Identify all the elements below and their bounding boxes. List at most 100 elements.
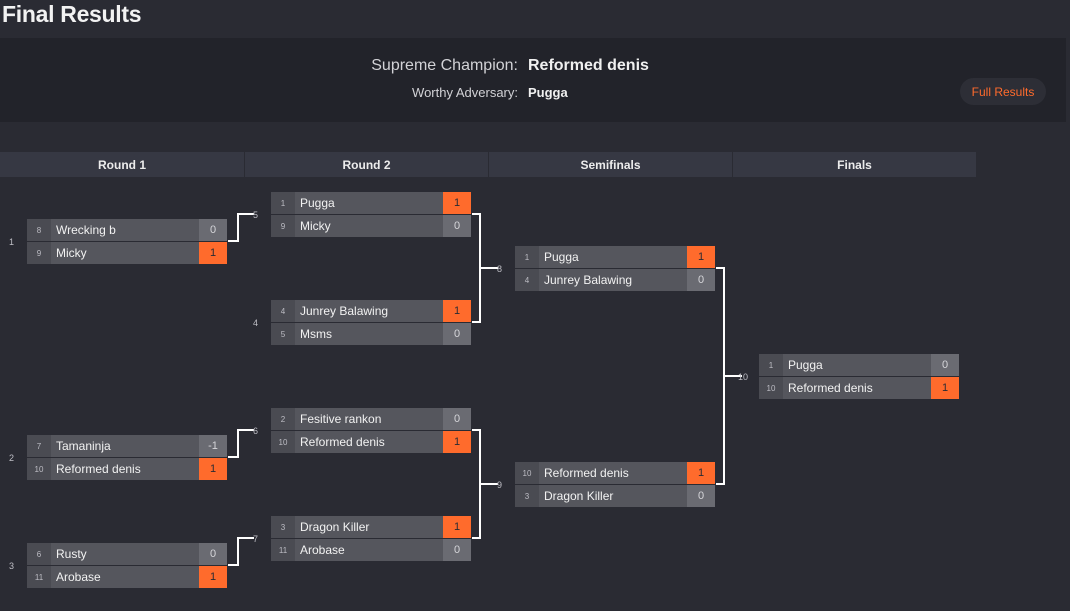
match-7[interactable]: 3 Dragon Killer 1 11 Arobase 0 bbox=[271, 516, 471, 562]
seed-number: 11 bbox=[271, 539, 295, 561]
player-name: Fesitive rankon bbox=[300, 412, 382, 426]
seed-number: 10 bbox=[27, 458, 51, 480]
player-name: Reformed denis bbox=[544, 466, 629, 480]
player-name: Reformed denis bbox=[300, 435, 385, 449]
connector-r2-top bbox=[472, 213, 498, 323]
adversary-row: Worthy Adversary: Pugga bbox=[0, 85, 1066, 100]
match-6[interactable]: 2 Fesitive rankon 0 10 Reformed denis 1 bbox=[271, 408, 471, 454]
score-badge: 0 bbox=[687, 269, 715, 291]
match-number: 4 bbox=[253, 318, 259, 328]
seed-number: 2 bbox=[271, 408, 295, 430]
connector-r1-3 bbox=[228, 537, 254, 566]
match-slot[interactable]: 10 Reformed denis 1 bbox=[27, 458, 227, 480]
match-slot[interactable]: 3 Dragon Killer 1 bbox=[271, 516, 471, 538]
round-header-semifinals: Semifinals bbox=[489, 152, 733, 177]
score-badge: 1 bbox=[687, 462, 715, 484]
match-number: 10 bbox=[738, 372, 749, 382]
player-name: Reformed denis bbox=[788, 381, 873, 395]
match-number: 1 bbox=[9, 237, 15, 247]
seed-number: 9 bbox=[27, 242, 51, 264]
connector-r2-bottom bbox=[472, 429, 498, 539]
score-badge: -1 bbox=[199, 435, 227, 457]
score-badge: 0 bbox=[443, 215, 471, 237]
champion-row: Supreme Champion: Reformed denis bbox=[0, 57, 1066, 75]
score-badge: 0 bbox=[443, 323, 471, 345]
match-slot[interactable]: 10 Reformed denis 1 bbox=[515, 462, 715, 484]
player-name: Pugga bbox=[544, 250, 579, 264]
player-name: Junrey Balawing bbox=[300, 304, 389, 318]
match-slot[interactable]: 3 Dragon Killer 0 bbox=[515, 485, 715, 507]
match-slot[interactable]: 4 Junrey Balawing 0 bbox=[515, 269, 715, 291]
score-badge: 0 bbox=[443, 539, 471, 561]
score-badge: 1 bbox=[443, 300, 471, 322]
seed-number: 1 bbox=[759, 354, 783, 376]
match-slot[interactable]: 2 Fesitive rankon 0 bbox=[271, 408, 471, 430]
round-header-finals: Finals bbox=[733, 152, 977, 177]
seed-number: 7 bbox=[27, 435, 51, 457]
match-number: 2 bbox=[9, 453, 15, 463]
match-number: 9 bbox=[497, 480, 503, 490]
player-name: Msms bbox=[300, 327, 332, 341]
full-results-button[interactable]: Full Results bbox=[960, 78, 1046, 105]
champion-label: Supreme Champion: bbox=[371, 57, 518, 74]
score-badge: 1 bbox=[443, 516, 471, 538]
match-slot[interactable]: 9 Micky 0 bbox=[271, 215, 471, 237]
player-name: Pugga bbox=[300, 196, 335, 210]
seed-number: 4 bbox=[271, 300, 295, 322]
player-name: Junrey Balawing bbox=[544, 273, 633, 287]
match-9[interactable]: 10 Reformed denis 1 3 Dragon Killer 0 bbox=[515, 462, 715, 508]
seed-number: 6 bbox=[27, 543, 51, 565]
seed-number: 3 bbox=[271, 516, 295, 538]
match-number: 3 bbox=[9, 561, 15, 571]
round-header-1: Round 1 bbox=[0, 152, 245, 177]
seed-number: 11 bbox=[27, 566, 51, 588]
page-title: Final Results bbox=[2, 1, 142, 27]
match-number: 8 bbox=[497, 264, 503, 274]
connector-r1-1 bbox=[228, 213, 254, 242]
match-slot[interactable]: 11 Arobase 0 bbox=[271, 539, 471, 561]
seed-number: 3 bbox=[515, 485, 539, 507]
player-name: Dragon Killer bbox=[300, 520, 370, 534]
score-badge: 0 bbox=[199, 543, 227, 565]
seed-number: 10 bbox=[515, 462, 539, 484]
player-name: Dragon Killer bbox=[544, 489, 614, 503]
seed-number: 10 bbox=[271, 431, 295, 453]
player-name: Micky bbox=[300, 219, 331, 233]
match-slot[interactable]: 4 Junrey Balawing 1 bbox=[271, 300, 471, 322]
score-badge: 0 bbox=[443, 408, 471, 430]
seed-number: 1 bbox=[515, 246, 539, 268]
player-name: Pugga bbox=[788, 358, 823, 372]
player-name: Rusty bbox=[56, 547, 87, 561]
score-badge: 1 bbox=[443, 192, 471, 214]
match-slot[interactable]: 9 Micky 1 bbox=[27, 242, 227, 264]
seed-number: 8 bbox=[27, 219, 51, 241]
seed-number: 4 bbox=[515, 269, 539, 291]
player-name: Reformed denis bbox=[56, 462, 141, 476]
seed-number: 9 bbox=[271, 215, 295, 237]
score-badge: 1 bbox=[199, 242, 227, 264]
score-badge: 1 bbox=[199, 458, 227, 480]
match-slot[interactable]: 10 Reformed denis 1 bbox=[271, 431, 471, 453]
player-name: Arobase bbox=[300, 543, 345, 557]
adversary-label: Worthy Adversary: bbox=[412, 85, 518, 100]
match-slot[interactable]: 6 Rusty 0 bbox=[27, 543, 227, 565]
champion-name: Reformed denis bbox=[528, 57, 649, 74]
score-badge: 1 bbox=[443, 431, 471, 453]
player-name: Micky bbox=[56, 246, 87, 260]
score-badge: 0 bbox=[687, 485, 715, 507]
